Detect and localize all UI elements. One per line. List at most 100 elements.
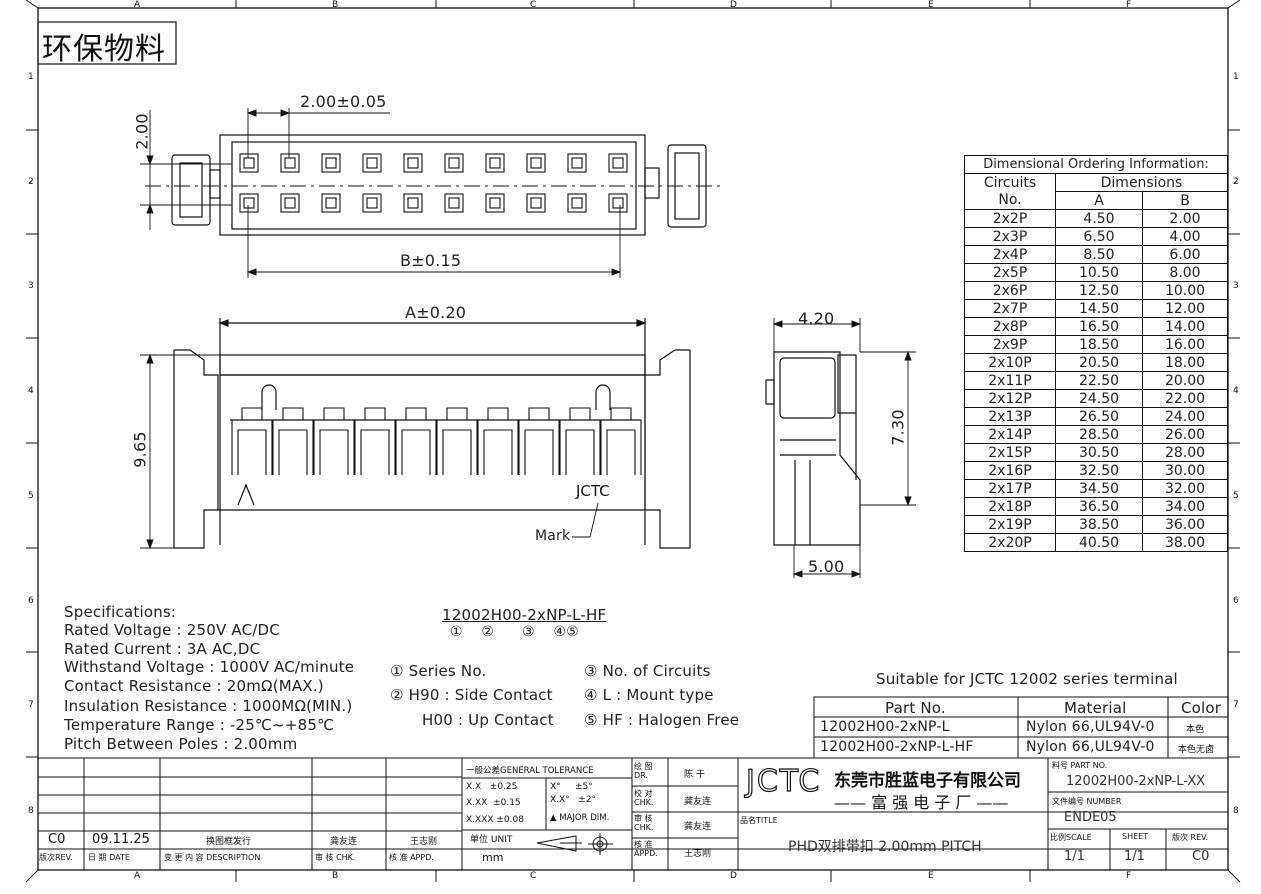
row-label-3-right: 3 (1233, 281, 1239, 291)
row-label-2-right: 2 (1233, 177, 1239, 187)
rev-value: C0 (48, 832, 66, 847)
name-chk: 龚友连 (684, 797, 712, 807)
circuits-cell: 2x11P (964, 371, 1056, 390)
unit-label: 单位 UNIT (470, 835, 513, 845)
appd-value: 王志刚 (410, 837, 438, 847)
col-a: A (1055, 191, 1143, 210)
material-table-grid (813, 696, 1229, 759)
pin-cavity (403, 153, 423, 173)
col-label-d-bottom: D (730, 871, 737, 881)
dim-side-depth: 5.00 (808, 557, 845, 576)
contact-slot-inner (606, 429, 636, 475)
chk-label: 审 核 CHK. (315, 853, 356, 862)
dim-b-cell: 18.00 (1142, 353, 1228, 372)
circuits-cell: 2x2P (964, 209, 1056, 228)
col-label-c-bottom: C (530, 871, 537, 881)
contact-slot (518, 407, 560, 475)
dim-b-cell: 30.00 (1142, 461, 1228, 480)
rev-block-value: C0 (1192, 849, 1210, 864)
pin-contact (366, 197, 378, 209)
circuits-cell: 2x15P (964, 443, 1056, 462)
dim-a-cell: 16.50 (1055, 317, 1143, 336)
dim-b-cell: 34.00 (1142, 497, 1228, 516)
spec-line: Insulation Resistance : 1000MΩ(MIN.) (64, 697, 353, 715)
legend-item: ⑤ HF : Halogen Free (584, 711, 740, 729)
legend-item: ① Series No. (390, 662, 487, 680)
file-no-label: 文件编号 NUMBER (1052, 797, 1122, 806)
angle-line: X.X° ±2° (550, 795, 597, 805)
date-label: 日 期 DATE (88, 853, 130, 862)
contact-slot-inner (483, 429, 513, 475)
pin-contact (612, 197, 624, 209)
pin-cavity (362, 153, 382, 173)
spec-line: Rated Voltage : 250V AC/DC (64, 621, 280, 639)
circuits-cell: 2x18P (964, 497, 1056, 516)
pin-cavity (444, 193, 464, 213)
file-no: ENDE05 (1064, 810, 1117, 825)
circuits-cell: 2x9P (964, 335, 1056, 354)
contact-slot-inner (524, 429, 554, 475)
pin-grid (239, 153, 628, 213)
material-header: Color (1181, 699, 1222, 717)
dim-a-cell: 20.50 (1055, 353, 1143, 372)
dim-a-cell: 38.50 (1055, 515, 1143, 534)
name-appd: 王志刚 (684, 849, 712, 859)
row-label-8-right: 8 (1233, 806, 1239, 816)
material-cell: 12002H00-2xNP-L (820, 719, 950, 735)
pin-contact (366, 157, 378, 169)
row-label-2: 2 (28, 177, 34, 187)
dim-b-cell: 16.00 (1142, 335, 1228, 354)
dim-b-cell: 6.00 (1142, 245, 1228, 264)
contact-slot-inner (278, 429, 308, 475)
contact-slot-inner (319, 429, 349, 475)
dim-a-cell: 36.50 (1055, 497, 1143, 516)
circuits-cell: 2x14P (964, 425, 1056, 444)
pin-cavity (362, 193, 382, 213)
spec-line: Rated Current : 3A AC,DC (64, 640, 261, 658)
circuits-cell: 2x12P (964, 389, 1056, 408)
part-no-label: 料号 PART NO. (1052, 761, 1108, 770)
contact-slot (231, 407, 273, 475)
pin-cavity (567, 153, 587, 173)
spec-line: Withstand Voltage : 1000V AC/minute (64, 658, 355, 676)
drawing-title: PHD双排带扣 2.00mm PITCH (788, 839, 982, 855)
pin-contact (284, 157, 296, 169)
role-chk2: 审 核 CHK. (634, 814, 654, 832)
dim-b-cell: 32.00 (1142, 479, 1228, 498)
dim-side-height: 7.30 (888, 409, 908, 446)
dim-b-cell: 4.00 (1142, 227, 1228, 246)
material-header: Part No. (885, 699, 946, 717)
pin-cavity (526, 193, 546, 213)
scale-value: 1/1 (1064, 849, 1085, 864)
material-cell: Nylon 66,UL94V-0 (1026, 739, 1155, 755)
circuits-cell: 2x8P (964, 317, 1056, 336)
major-dim: ▲ MAJOR DIM. (550, 813, 610, 823)
pin-cavity (485, 153, 505, 173)
circuits-cell: 2x20P (964, 533, 1056, 552)
col-circuits: Circuits (964, 173, 1056, 192)
circuits-cell: 2x7P (964, 299, 1056, 318)
name-dr: 陈 干 (684, 770, 705, 780)
contact-slot (313, 407, 355, 475)
col-label-b: B (332, 0, 339, 10)
row-label-1: 1 (28, 72, 34, 82)
pin-contact (325, 157, 337, 169)
contact-slot (436, 407, 478, 475)
dim-b-cell: 38.00 (1142, 533, 1228, 552)
pin-contact (243, 157, 255, 169)
brand-mark: JCTC (576, 482, 610, 500)
mark-label: Mark (535, 528, 571, 544)
material-cell: Nylon 66,UL94V-0 (1026, 719, 1155, 735)
legend-item: H00 : Up Contact (422, 711, 554, 729)
dim-b-cell: 26.00 (1142, 425, 1228, 444)
col-label-f: F (1126, 0, 1132, 10)
legend-item: ④ L : Mount type (584, 686, 714, 704)
pin-contact (407, 197, 419, 209)
dim-b-cell: 20.00 (1142, 371, 1228, 390)
